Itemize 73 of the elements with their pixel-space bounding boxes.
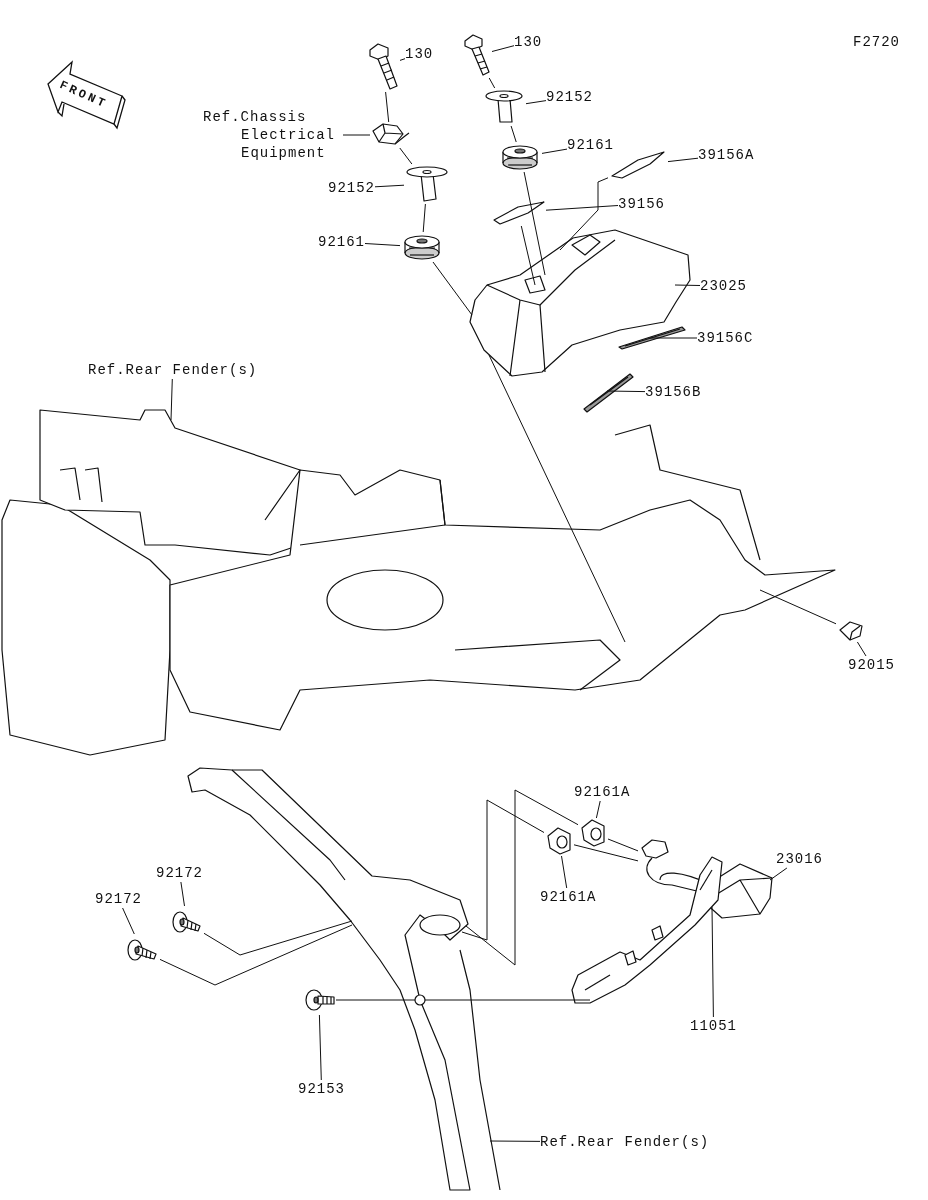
leader-line: [561, 855, 568, 889]
leader-line: [122, 907, 135, 935]
leader-line: [374, 184, 405, 188]
bolt-drawing: [366, 40, 400, 92]
assembly-line: [461, 799, 545, 941]
callout-number: 39156A: [698, 146, 755, 164]
assembly-line: [203, 920, 353, 956]
leader-line: [606, 390, 646, 393]
leader-line: [491, 45, 515, 52]
leader-line: [541, 148, 568, 154]
assembly-line: [607, 838, 639, 852]
callout-number: 39156C: [697, 329, 754, 347]
leader-line: [342, 134, 371, 136]
assembly-line: [523, 171, 546, 276]
assembly-line: [399, 147, 413, 165]
assembly-line: [488, 77, 496, 89]
assembly-line: [559, 177, 609, 251]
leader-line: [711, 906, 714, 1018]
leader-line: [399, 58, 406, 61]
leader-line: [364, 243, 401, 247]
grommet-drawing: [544, 826, 574, 856]
callout-number: 92161A: [574, 783, 631, 801]
leader-line: [769, 867, 788, 881]
callout-number: 92152: [546, 88, 593, 106]
assembly-line: [520, 225, 536, 286]
sticker-drawing: [582, 372, 635, 414]
assembly-line: [510, 125, 517, 143]
callout-number: 23025: [700, 277, 747, 295]
leader-line: [170, 378, 173, 421]
callout-number: 92152: [328, 179, 375, 197]
bolt-drawing: [462, 33, 492, 78]
leader-line: [489, 1140, 541, 1142]
drawing-code: F2720: [853, 33, 900, 51]
leader-line: [649, 337, 698, 339]
callout-number: 11051: [690, 1017, 737, 1035]
grommet-drawing: [578, 818, 608, 848]
leader-line: [595, 800, 601, 819]
direction-arrow: [44, 58, 126, 130]
assembly-line: [422, 203, 426, 233]
reference-note: Ref.Rear Fender(s): [540, 1133, 710, 1151]
callout-number: 39156B: [645, 383, 702, 401]
assembly-line: [488, 354, 626, 643]
leader-line: [674, 284, 701, 286]
callout-number: 92153: [298, 1080, 345, 1098]
callout-number: 130: [514, 33, 543, 51]
assembly-line: [759, 589, 837, 625]
leader-line: [545, 205, 619, 211]
assembly-line: [335, 999, 416, 1001]
callout-number: 92172: [95, 890, 142, 908]
callout-number: 92172: [156, 864, 203, 882]
reference-note: Ref.Rear Fender(s): [88, 361, 258, 379]
assembly-line: [159, 924, 353, 986]
callout-number: 39156: [618, 195, 665, 213]
assembly-line: [465, 789, 579, 966]
sticker-drawing: [617, 325, 687, 351]
collar-drawing: [404, 164, 450, 204]
callout-number: 92015: [848, 656, 895, 674]
assembly-line: [573, 844, 639, 862]
assembly-line: [432, 261, 473, 316]
leader-line: [856, 641, 867, 657]
callout-number: 23016: [776, 850, 823, 868]
assembly-line: [424, 999, 591, 1001]
leader-line: [667, 157, 699, 163]
leader-line: [180, 881, 185, 907]
callout-number: 130: [405, 45, 434, 63]
leader-line: [318, 1014, 322, 1081]
reference-note: Ref.Chassis Electrical Equipment: [203, 108, 343, 162]
callout-number: 92161: [567, 136, 614, 154]
callout-number: 92161A: [540, 888, 597, 906]
assembly-line: [385, 91, 390, 123]
nut-drawing: [370, 122, 410, 148]
leader-line: [525, 100, 547, 105]
callout-number: 92161: [318, 233, 365, 251]
